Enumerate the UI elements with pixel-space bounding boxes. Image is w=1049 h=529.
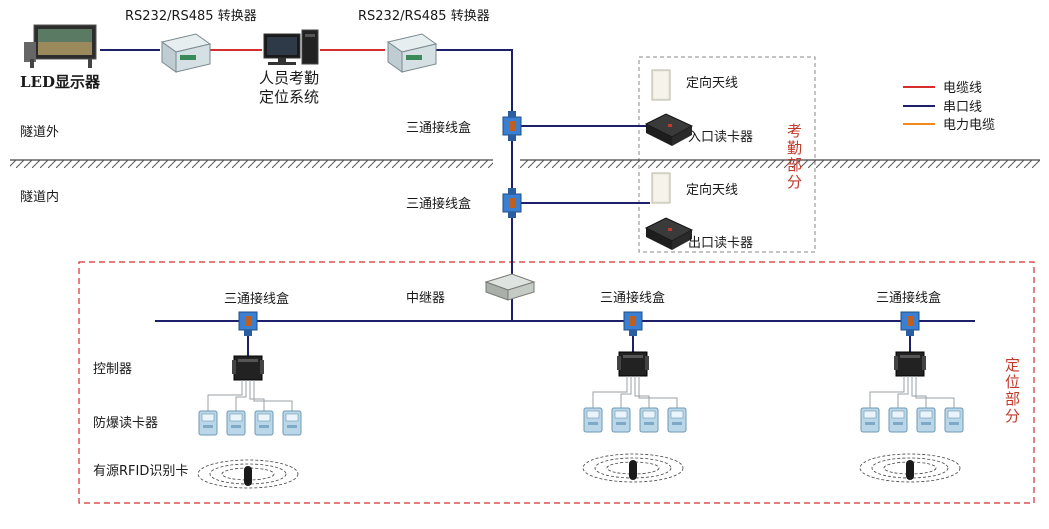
junction-box-upper-icon [502, 111, 522, 141]
rfid-card-2-icon [582, 453, 684, 483]
attendance-section-frame [638, 56, 816, 253]
svg-text:部: 部 [1005, 390, 1020, 408]
legend-label-power: 电力电缆 [943, 117, 995, 133]
system-label-line2: 定位系统 [259, 88, 319, 106]
antenna-lower-icon [651, 172, 671, 204]
repeater-icon [484, 273, 536, 301]
rfid-card-label: 有源RFID识别卡 [93, 464, 188, 479]
positioning-junction-label-3: 三通接线盒 [876, 290, 941, 306]
junction-lower-label: 三通接线盒 [406, 196, 471, 212]
ground-line [10, 159, 1040, 168]
explosion-proof-reader-2-2-icon [611, 407, 631, 433]
explosion-proof-reader-2-3-icon [639, 407, 659, 433]
zone-outside-label: 隧道外 [20, 124, 59, 140]
controller-label: 控制器 [93, 362, 132, 377]
svg-text:考: 考 [787, 122, 802, 140]
positioning-section-frame [78, 261, 1035, 504]
positioning-junction-label-1: 三通接线盒 [224, 291, 289, 307]
attendance-section-title: 考 勤 部 分 [787, 122, 802, 191]
positioning-junction-box-2-icon [623, 311, 643, 336]
explosion-proof-reader-2-1-icon [583, 407, 603, 433]
explosion-proof-reader-3-2-icon [888, 407, 908, 433]
legend: 电缆线 串口线 电力电缆 [903, 80, 995, 133]
explosion-proof-reader-1-4-icon [282, 410, 302, 436]
converter-right-icon [386, 33, 438, 73]
junction-box-lower-icon [502, 188, 522, 218]
system-label-line1: 人员考勤 [259, 69, 319, 87]
svg-text:勤: 勤 [787, 139, 802, 157]
explosion-proof-reader-label: 防爆读卡器 [93, 415, 158, 431]
antenna-lower-label: 定向天线 [686, 182, 738, 198]
converter-left-icon [160, 33, 212, 73]
antenna-upper-label: 定向天线 [686, 75, 738, 91]
led-display-icon [24, 24, 97, 68]
svg-text:分: 分 [1005, 407, 1020, 425]
repeater-label: 中继器 [406, 291, 445, 306]
positioning-junction-box-1-icon [238, 311, 258, 336]
svg-text:部: 部 [787, 156, 802, 174]
serial-lines [100, 49, 975, 356]
reader-wires-3 [869, 376, 955, 408]
controller-2-icon [617, 351, 649, 377]
positioning-section-title: 定 位 部 分 [1005, 356, 1020, 425]
explosion-proof-reader-2-4-icon [667, 407, 687, 433]
exit-reader-label: 出口读卡器 [688, 236, 753, 251]
converter-left-label: RS232/RS485 转换器 [125, 9, 257, 24]
exit-reader-icon [644, 217, 694, 250]
computer-icon [263, 29, 319, 65]
explosion-proof-reader-3-3-icon [916, 407, 936, 433]
svg-text:位: 位 [1005, 373, 1020, 391]
explosion-proof-reader-3-1-icon [860, 407, 880, 433]
explosion-proof-reader-3-4-icon [944, 407, 964, 433]
zone-inside-label: 隧道内 [20, 189, 59, 205]
legend-label-serial: 串口线 [943, 100, 982, 115]
reader-wires-2 [592, 376, 678, 408]
junction-upper-label: 三通接线盒 [406, 120, 471, 136]
positioning-nodes [197, 311, 964, 489]
legend-label-cable: 电缆线 [943, 80, 982, 96]
controller-3-icon [894, 351, 926, 377]
positioning-junction-label-2: 三通接线盒 [600, 290, 665, 306]
explosion-proof-reader-1-3-icon [254, 410, 274, 436]
svg-text:分: 分 [787, 173, 802, 191]
converter-right-label: RS232/RS485 转换器 [358, 9, 490, 24]
led-label: LED显示器 [20, 73, 101, 91]
antenna-upper-icon [651, 69, 671, 101]
reader-wires-1 [207, 380, 293, 411]
explosion-proof-reader-1-2-icon [226, 410, 246, 436]
svg-text:定: 定 [1005, 356, 1020, 374]
entry-reader-icon [644, 113, 694, 146]
entry-reader-label: 入口读卡器 [688, 130, 753, 145]
controller-1-icon [232, 355, 264, 381]
explosion-proof-reader-1-1-icon [198, 410, 218, 436]
rfid-card-3-icon [859, 453, 961, 483]
rfid-card-1-icon [197, 459, 299, 489]
positioning-junction-box-3-icon [900, 311, 920, 336]
